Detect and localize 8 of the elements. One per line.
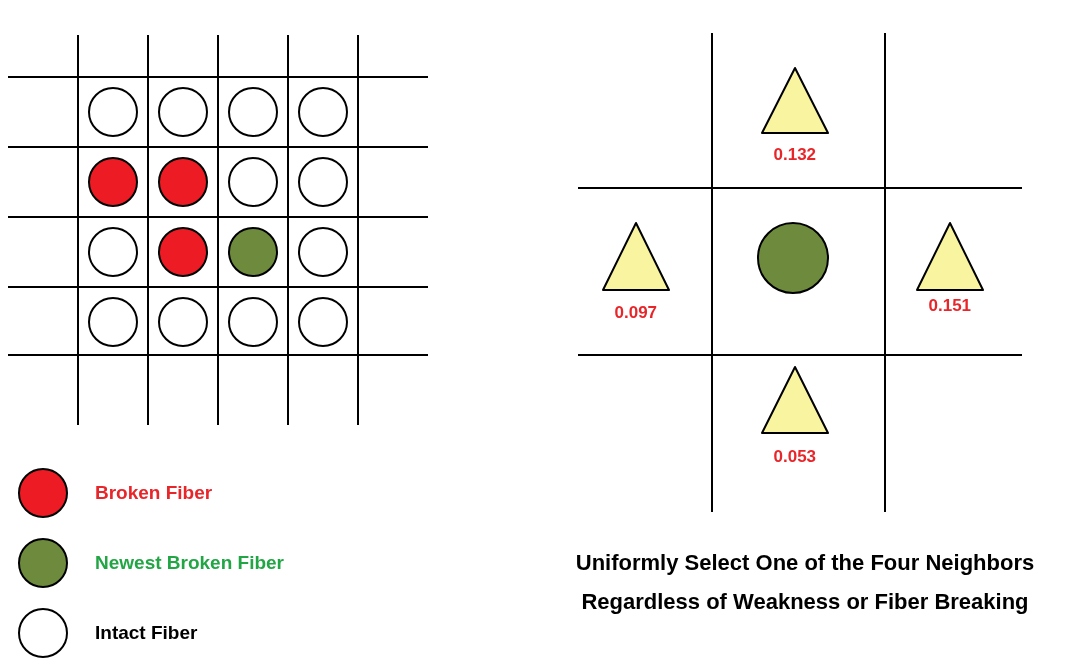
legend-label: Intact Fiber [95, 621, 198, 645]
probability-value: 0.132 [773, 145, 817, 166]
caption: Uniformly Select One of the Four Neighbors Regardless of Weakness or Fiber Breaking [574, 549, 1036, 616]
probability-value: 0.151 [928, 296, 972, 317]
probability-value: 0.053 [773, 447, 817, 468]
probability-value: 0.097 [614, 303, 658, 324]
legend-label: Newest Broken Fiber [95, 551, 284, 575]
legend-label: Broken Fiber [95, 481, 213, 505]
